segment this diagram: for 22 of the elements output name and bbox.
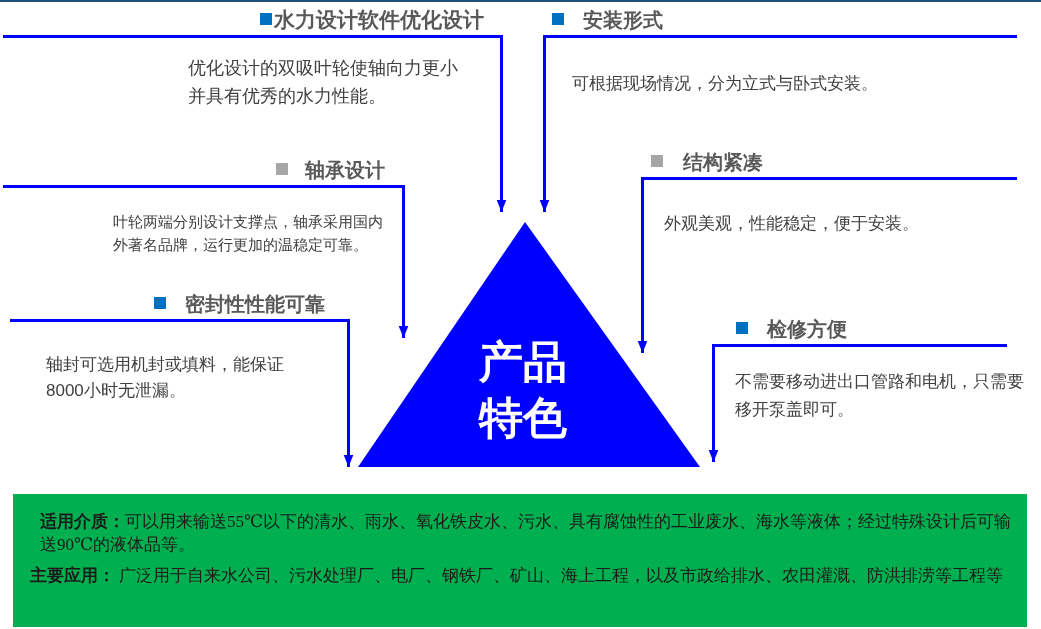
arrow [539, 35, 550, 212]
application-panel [13, 494, 1027, 627]
feature-description: 外观美观，性能稳定，便于安装。 [664, 213, 920, 235]
application-text: 适用介质：可以用来输送55℃以下的清水、雨水、氧化铁皮水、污水、具有腐蚀性的工业废水、海水等液体；经过特殊设计后可输送90℃的液体品等。 [40, 511, 1013, 556]
feature-description: 优化设计的双吸叶轮使轴向力更小并具有优秀的水力性能。 [188, 57, 459, 108]
feature-heading: 轴承设计 [305, 158, 385, 182]
feature-description: 叶轮两端分别设计支撑点，轴承采用国内外著名品牌，运行更加的温稳定可靠。 [113, 212, 384, 255]
feature-description: 不需要移动进出口管路和电机，只需要移开泵盖即可。 [735, 371, 1025, 421]
arrow [637, 177, 648, 353]
feature-heading: 检修方便 [767, 317, 847, 341]
arrow [708, 344, 719, 462]
feature-heading: 结构紧凑 [683, 150, 763, 174]
feature-heading: 水力设计软件优化设计 [274, 6, 484, 32]
feature-description: 轴封可选用机封或填料，能保证8000小时无泄漏。 [46, 354, 285, 402]
triangle-title: 产品特色 [477, 336, 568, 444]
arrow [398, 185, 409, 338]
application-text: 主要应用： 广泛用于自来水公司、污水处理厂、电厂、钢铁厂、矿山、海上工程，以及市政给排水、农田灌溉、防洪排涝等工程等 [30, 565, 1005, 587]
feature-heading: 安装形式 [583, 8, 663, 32]
feature-description: 可根据现场情况，分为立式与卧式安装。 [572, 73, 879, 95]
arrow [343, 319, 354, 467]
feature-heading: 密封性性能可靠 [185, 292, 325, 316]
arrow [496, 35, 507, 212]
